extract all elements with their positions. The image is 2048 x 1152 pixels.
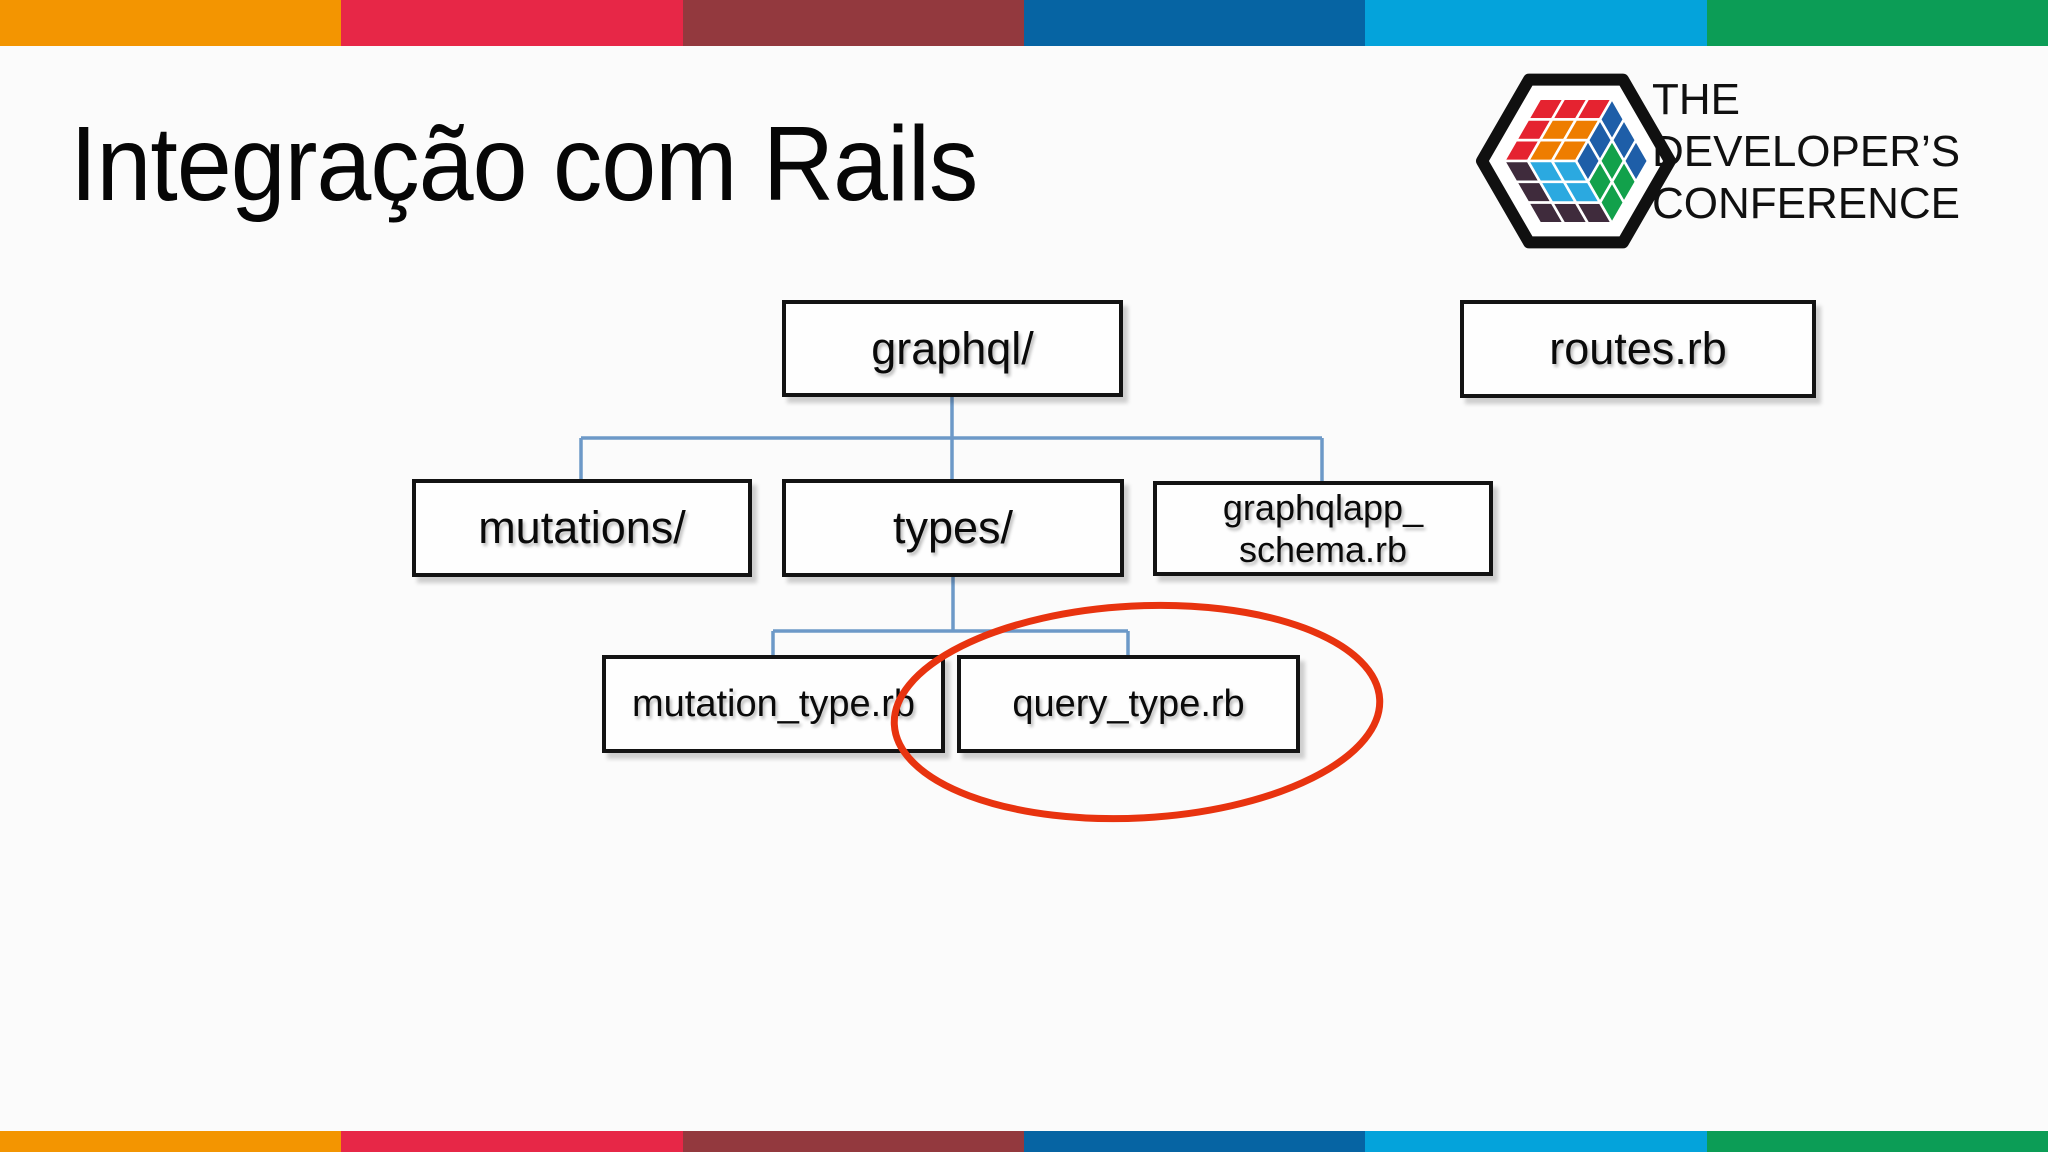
- bottom-color-bar: [0, 1131, 2048, 1152]
- color-bar-segment: [1706, 0, 2048, 46]
- connector-types-children: [771, 577, 1130, 656]
- node-label: mutation_type.rb: [631, 682, 916, 725]
- color-bar-segment: [1365, 0, 1707, 46]
- node-label: graphqlapp_ schema.rb: [1223, 487, 1423, 571]
- brand-line: DEVELOPER’S: [1652, 127, 1961, 176]
- top-color-bar: [0, 0, 2048, 46]
- node-label: graphql/: [871, 322, 1034, 374]
- color-bar-segment: [341, 1131, 683, 1152]
- node-label: types/: [892, 502, 1014, 553]
- node-graphql-dir: graphql/: [782, 300, 1123, 397]
- color-bar-segment: [1706, 1131, 2048, 1152]
- connector-graphql-children: [579, 397, 1324, 482]
- color-bar-segment: [1023, 1131, 1366, 1152]
- cube-face-left-cyan: [1528, 161, 1600, 203]
- color-bar-segment: [1023, 0, 1366, 46]
- node-label-line: schema.rb: [1238, 528, 1408, 570]
- node-label: query_type.rb: [1012, 682, 1245, 725]
- color-bar-segment: [341, 0, 683, 46]
- node-label-line: graphqlapp_: [1222, 486, 1424, 528]
- brand-line: THE: [1652, 75, 1740, 124]
- node-query-type-rb: query_type.rb: [957, 655, 1300, 753]
- node-types-dir: types/: [782, 479, 1124, 577]
- tdc-cube-logo: [1474, 59, 1678, 263]
- color-bar-segment: [682, 0, 1024, 46]
- node-routes-rb: routes.rb: [1460, 300, 1816, 398]
- brand-line: CONFERENCE: [1652, 179, 1961, 228]
- brand-wordmark: THE DEVELOPER’S CONFERENCE: [1652, 74, 1960, 230]
- node-mutation-type-rb: mutation_type.rb: [602, 655, 945, 753]
- color-bar-segment: [1365, 1131, 1707, 1152]
- color-bar-segment: [0, 0, 342, 46]
- color-bar-segment: [0, 1131, 342, 1152]
- node-label: mutations/: [478, 502, 686, 553]
- color-bar-segment: [682, 1131, 1024, 1152]
- node-label: routes.rb: [1549, 323, 1727, 374]
- node-graphqlapp-schema-rb: graphqlapp_ schema.rb: [1153, 481, 1493, 576]
- node-mutations-dir: mutations/: [412, 479, 752, 577]
- page-title: Integração com Rails: [70, 105, 978, 223]
